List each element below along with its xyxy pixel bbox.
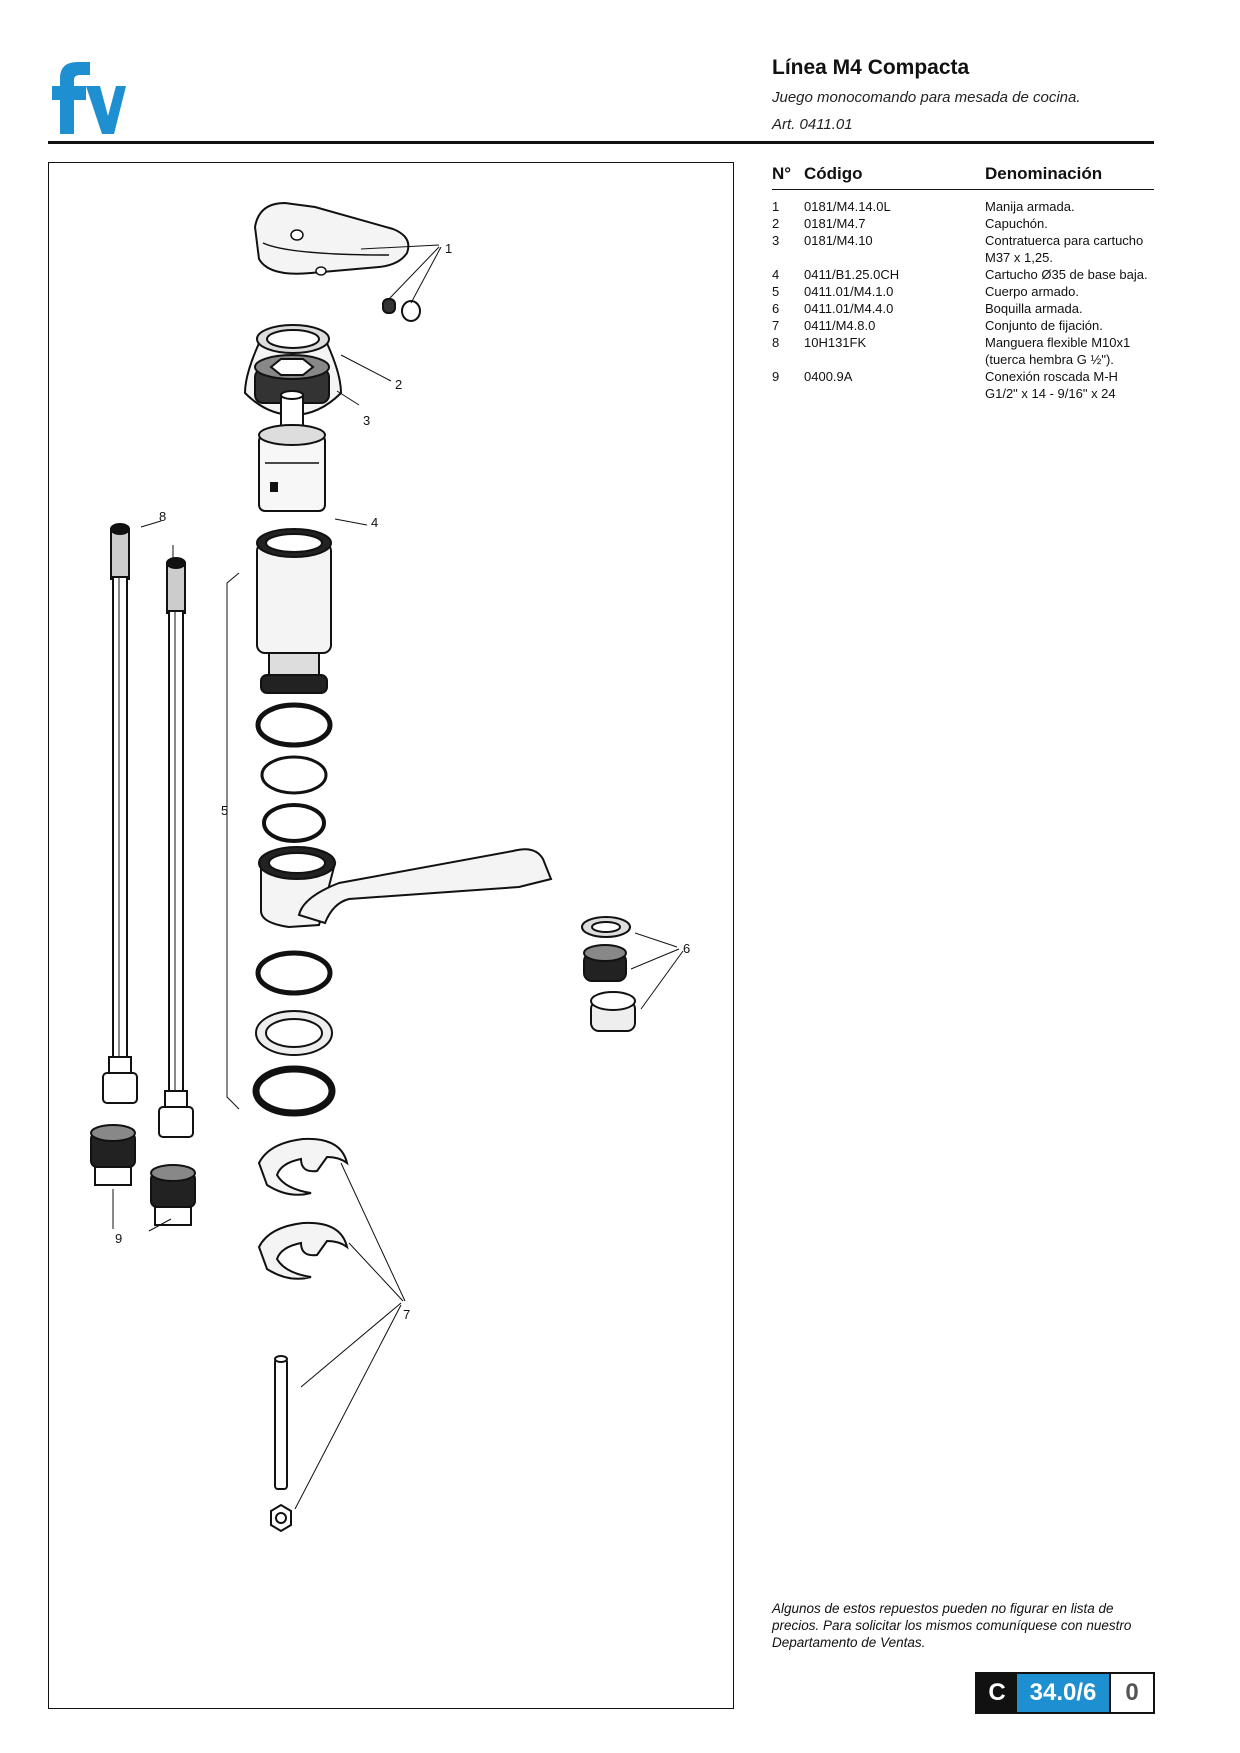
header-num: N° <box>772 160 804 190</box>
header-code: Código <box>804 160 985 190</box>
table-row: 5 0411.01/M4.1.0 Cuerpo armado. <box>772 284 1079 299</box>
fv-logo-icon <box>52 62 126 134</box>
table-row: 2 0181/M4.7 Capuchón. <box>772 216 1048 231</box>
header-name: Denominación <box>985 160 1154 190</box>
spare-parts-footnote: Algunos de estos repuestos pueden no fig… <box>772 1601 1132 1650</box>
page-number: 34.0/6 <box>1017 1674 1109 1712</box>
cartridge-part <box>258 390 326 512</box>
table-row: 7 0411/M4.8.0 Conjunto de fijación. <box>772 318 1103 333</box>
fixing-set-part <box>257 1137 349 1533</box>
lever-handle-part <box>253 201 421 322</box>
exploded-view-diagram: 1 2 3 4 5 6 7 8 9 <box>48 162 734 1709</box>
page-section: C <box>977 1674 1017 1712</box>
document-subtitle: Juego monocomando para mesada de cocina. <box>772 89 1081 106</box>
lock-nut-part <box>254 354 330 404</box>
table-row: 4 0411/B1.25.0CH Cartucho Ø35 de base ba… <box>772 267 1148 282</box>
table-row: 3 0181/M4.10 Contratuerca para cartucho … <box>772 233 1144 265</box>
callout-8: 8 <box>159 509 166 524</box>
callout-1: 1 <box>445 241 452 256</box>
page-code-box: C 34.0/6 0 <box>975 1672 1155 1714</box>
faucet-exploded-drawing: 1 2 3 4 5 6 7 8 9 <box>90 201 690 1533</box>
article-number: Art. 0411.01 <box>772 116 853 133</box>
callout-4: 4 <box>371 515 378 530</box>
flexible-hose-part <box>102 523 194 1138</box>
leader-lines <box>112 244 684 1510</box>
page-revision: 0 <box>1109 1674 1153 1712</box>
table-row: 1 0181/M4.14.0L Manija armada. <box>772 199 1075 214</box>
aerator-part <box>581 916 636 1032</box>
table-row: 9 0400.9A Conexión roscada M-H G1/2" x 1… <box>772 369 1118 401</box>
threaded-connection-part <box>90 1124 196 1226</box>
callout-9: 9 <box>115 1231 122 1246</box>
table-row: 6 0411.01/M4.4.0 Boquilla armada. <box>772 301 1083 316</box>
callout-2: 2 <box>395 377 402 392</box>
callout-3: 3 <box>363 413 370 428</box>
callout-7: 7 <box>403 1307 410 1322</box>
parts-table-header: N° Código Denominación <box>772 160 1154 190</box>
table-row: 8 10H131FK Manguera flexible M10x1 (tuer… <box>772 335 1131 367</box>
parts-table: N° Código Denominación 1 0181/M4.14.0L M… <box>772 160 1154 402</box>
callout-6: 6 <box>683 941 690 956</box>
body-column-part <box>252 528 553 1117</box>
header-divider <box>48 141 1154 144</box>
document-title: Línea M4 Compacta <box>772 56 970 79</box>
callout-5: 5 <box>221 803 228 818</box>
